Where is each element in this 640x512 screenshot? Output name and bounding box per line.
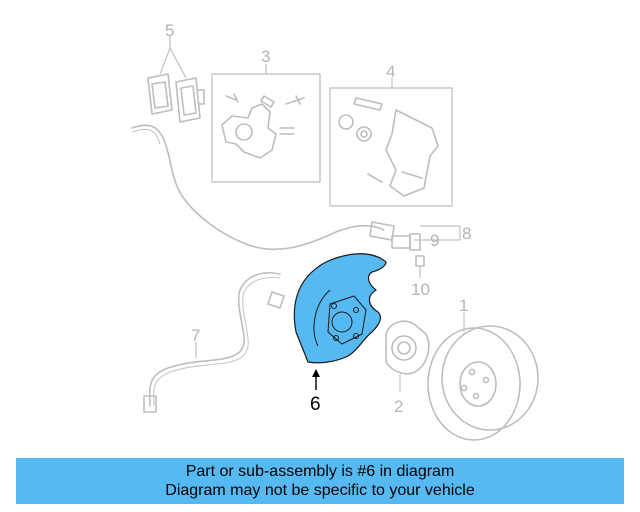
- callout-2: 2: [394, 397, 403, 416]
- banner-line-1: Part or sub-assembly is #6 in diagram: [185, 463, 455, 480]
- parts-diagram: 1 2 3 4 5 6 7 8 9 10: [131, 21, 539, 441]
- part-4-caliper-carrier: [329, 78, 453, 207]
- callout-7: 7: [191, 326, 200, 345]
- abs-sensor-cable: [131, 124, 461, 278]
- part-1-brake-rotor: [427, 312, 539, 441]
- callout-5: 5: [165, 21, 174, 40]
- callout-9: 9: [430, 231, 439, 250]
- callout-3: 3: [261, 47, 270, 66]
- banner-line-2: Diagram may not be specific to your vehi…: [165, 482, 475, 499]
- part-3-caliper: [211, 64, 321, 183]
- part-5-brake-pads: [147, 36, 205, 123]
- callout-10: 10: [411, 280, 430, 299]
- part-6-dust-shield: [293, 253, 387, 390]
- callout-6: 6: [310, 394, 321, 415]
- callout-4: 4: [386, 62, 395, 81]
- info-banner: Part or sub-assembly is #6 in diagram Di…: [16, 458, 624, 504]
- part-7-brake-hose: [143, 272, 285, 413]
- callout-8: 8: [462, 224, 471, 243]
- callout-1: 1: [459, 296, 468, 315]
- part-2-wheel-hub: [385, 320, 430, 392]
